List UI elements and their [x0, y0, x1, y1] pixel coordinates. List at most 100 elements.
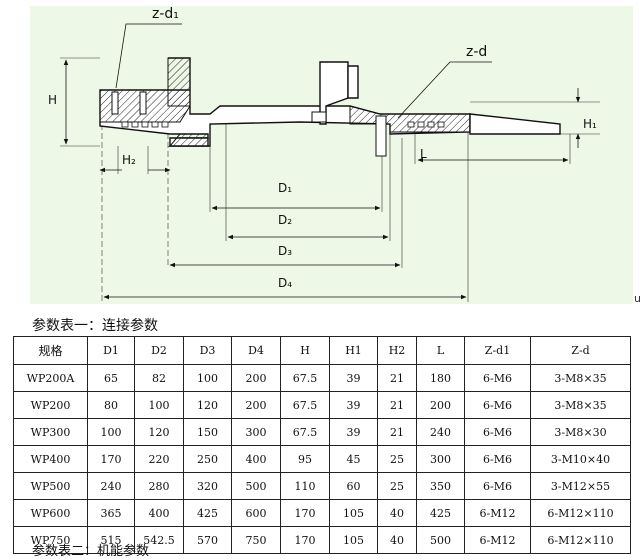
table-cell: 500: [416, 526, 465, 554]
table-cell: WP600: [13, 499, 88, 527]
table-cell: 110: [280, 472, 330, 500]
label-d4: D₄: [278, 276, 292, 290]
table-cell: 3-M8×35: [530, 391, 631, 419]
table-cell: 6-M12×110: [530, 526, 631, 554]
table-cell: WP750: [13, 526, 88, 554]
table-cell: 750: [231, 526, 281, 554]
table-cell: 220: [134, 445, 184, 473]
table-cell: 200: [231, 391, 281, 419]
table-cell: WP200A: [13, 364, 88, 392]
table-cell: WP200: [13, 391, 88, 419]
column-header: D4: [231, 336, 281, 365]
column-header: H: [280, 336, 330, 365]
next-table-caption: 参数表二：机能参数: [32, 544, 150, 559]
column-header: D2: [134, 336, 184, 365]
table-cell: 500: [231, 472, 281, 500]
table-cell: 570: [183, 526, 232, 554]
label-h: H: [48, 93, 57, 107]
table-cell: 170: [280, 499, 330, 527]
table-cell: 400: [231, 445, 281, 473]
chuck-cross-section: z-d₁ z-d H H₁ H₂ L D₁ D₂ D₃ D₄: [48, 6, 600, 302]
table-cell: 95: [280, 445, 330, 473]
table-cell: 150: [183, 418, 232, 446]
table-cell: 250: [183, 445, 232, 473]
table-cell: 425: [416, 499, 465, 527]
column-header: L: [416, 336, 465, 365]
table-cell: 600: [231, 499, 281, 527]
label-d2: D₂: [278, 213, 292, 227]
table-cell: WP300: [13, 418, 88, 446]
column-header: D1: [87, 336, 135, 365]
table-cell: 320: [183, 472, 232, 500]
label-d1: D₁: [278, 181, 292, 195]
table-cell: 100: [183, 364, 232, 392]
table-cell: 170: [87, 445, 135, 473]
dimension-lines: [63, 23, 581, 300]
table-cell: 3-M12×55: [530, 472, 631, 500]
table-cell: 300: [231, 418, 281, 446]
table-cell: 542.5: [134, 526, 184, 554]
bolts: [111, 91, 387, 157]
table-cell: 25: [377, 472, 417, 500]
table-cell: WP400: [13, 445, 88, 473]
stray-mark: u: [634, 292, 641, 305]
label-z-d1: z-d₁: [152, 6, 179, 22]
table-cell: 350: [416, 472, 465, 500]
table-cell: 3-M8×30: [530, 418, 631, 446]
column-header: D3: [183, 336, 232, 365]
table-cell: 280: [134, 472, 184, 500]
column-header: H1: [329, 336, 378, 365]
table-cell: 67.5: [280, 391, 330, 419]
table-cell: 80: [87, 391, 135, 419]
table-cell: WP500: [13, 472, 88, 500]
label-z-d: z-d: [466, 44, 487, 60]
table-cell: 105: [329, 526, 378, 554]
table-cell: 39: [329, 391, 378, 419]
table-cell: 6-M12×110: [530, 499, 631, 527]
table-cell: 21: [377, 364, 417, 392]
column-header: 规格: [13, 336, 88, 365]
technical-drawing: z-d₁ z-d H H₁ H₂ L D₁ D₂ D₃ D₄: [30, 6, 633, 304]
table-cell: 100: [87, 418, 135, 446]
column-header: Z-d: [530, 336, 631, 365]
table-cell: 400: [134, 499, 184, 527]
table-cell: 120: [183, 391, 232, 419]
table-cell: 6-M6: [464, 445, 531, 473]
label-h1: H₁: [583, 117, 597, 131]
table-cell: 82: [134, 364, 184, 392]
table-cell: 6-M6: [464, 364, 531, 392]
table-cell: 300: [416, 445, 465, 473]
table-cell: 6-M6: [464, 418, 531, 446]
table-cell: 25: [377, 445, 417, 473]
table-cell: 40: [377, 526, 417, 554]
table-cell: 200: [416, 391, 465, 419]
table-cell: 3-M10×40: [530, 445, 631, 473]
table-cell: 40: [377, 499, 417, 527]
column-header: Z-d1: [464, 336, 531, 365]
jaw-teeth: [121, 121, 445, 128]
table-cell: 60: [329, 472, 378, 500]
table-cell: 180: [416, 364, 465, 392]
table-cell: 6-M6: [464, 472, 531, 500]
table-caption: 参数表一：连接参数: [32, 318, 158, 334]
table-cell: 425: [183, 499, 232, 527]
table-cell: 515: [87, 526, 135, 554]
table-cell: 6-M6: [464, 391, 531, 419]
table-cell: 240: [416, 418, 465, 446]
table-cell: 3-M8×35: [530, 364, 631, 392]
table-cell: 21: [377, 418, 417, 446]
label-h2: H₂: [122, 153, 136, 167]
column-header: H2: [377, 336, 417, 365]
table-cell: 170: [280, 526, 330, 554]
table-cell: 100: [134, 391, 184, 419]
table-cell: 21: [377, 391, 417, 419]
